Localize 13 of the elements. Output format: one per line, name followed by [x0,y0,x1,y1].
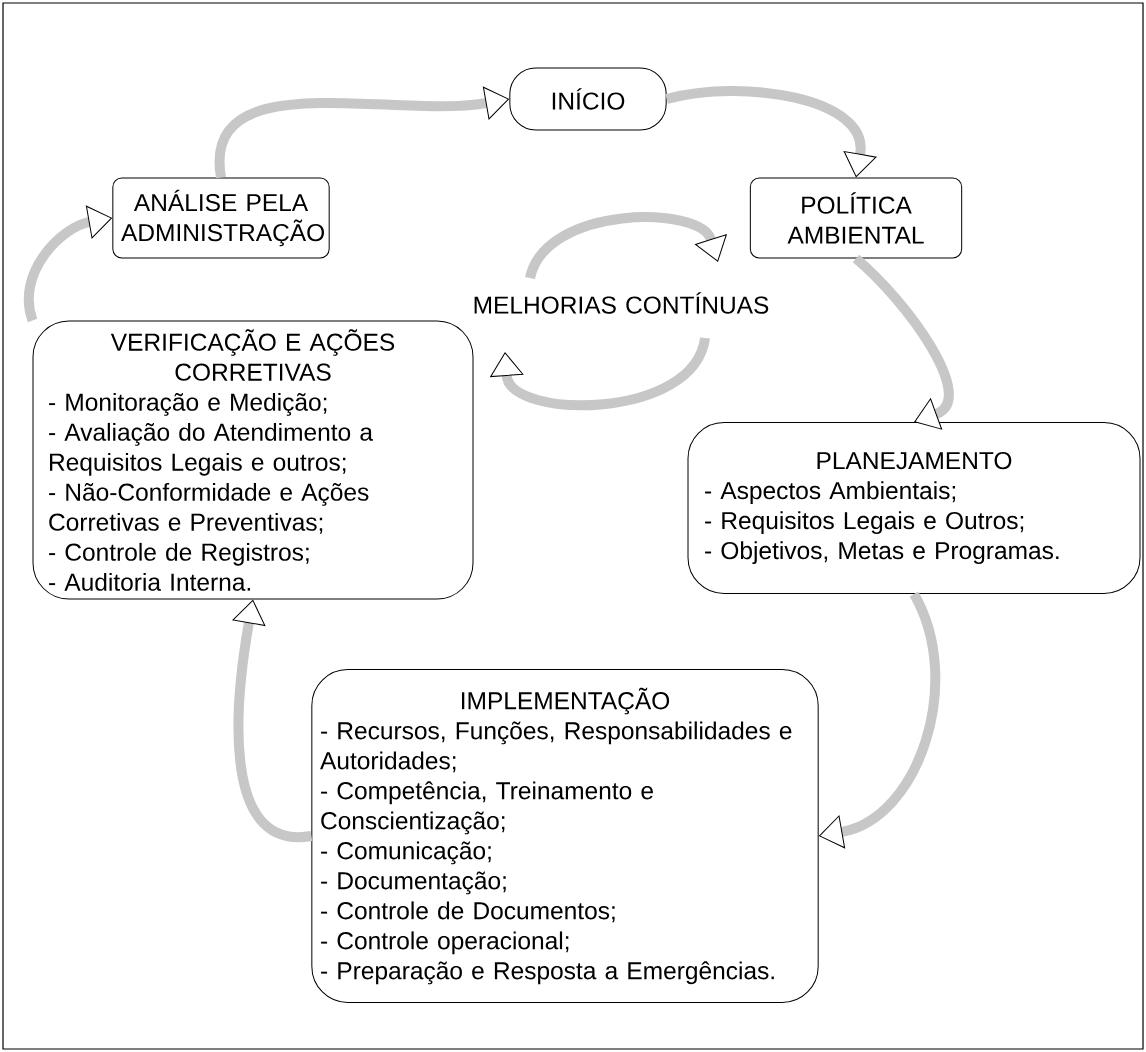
curved-arrow [852,254,954,430]
center-label: MELHORIAS CONTÍNUAS [474,292,769,314]
process-box: POLÍTICA AMBIENTAL [749,177,963,259]
process-box: ANÁLISE PELA ADMINISTRAÇÃO [112,177,330,259]
start-box: INÍCIO [509,67,667,131]
process-box: VERIFICAÇÃO E AÇÕES CORRETIVAS - Monitoração e Medição; - Avaliação do Atendimento a Requisitos Legais e outros; - Não-Conformidade e Ações Corretivas e Preventivas; - Controle de Registros; - Auditoria Interna. [32,320,474,600]
curved-arrow [23,205,112,322]
process-box: IMPLEMENTAÇÃO - Recursos, Funções, Responsabilidades e Autoridades; - Competência, Treinamento e Conscientização; - Comunicação; - Documentação; - Controle de Documentos; - Controle operacional; - Preparação e Resposta a Emergências. [311,669,819,1003]
curved-arrow [665,86,877,178]
curved-arrow [819,591,940,849]
curved-arrow [232,599,312,842]
curved-arrow [215,86,509,178]
process-box: PLANEJAMENTO - Aspectos Ambientais; - Requisitos Legais e Outros; - Objetivos, Metas e Programas. [687,422,1141,594]
